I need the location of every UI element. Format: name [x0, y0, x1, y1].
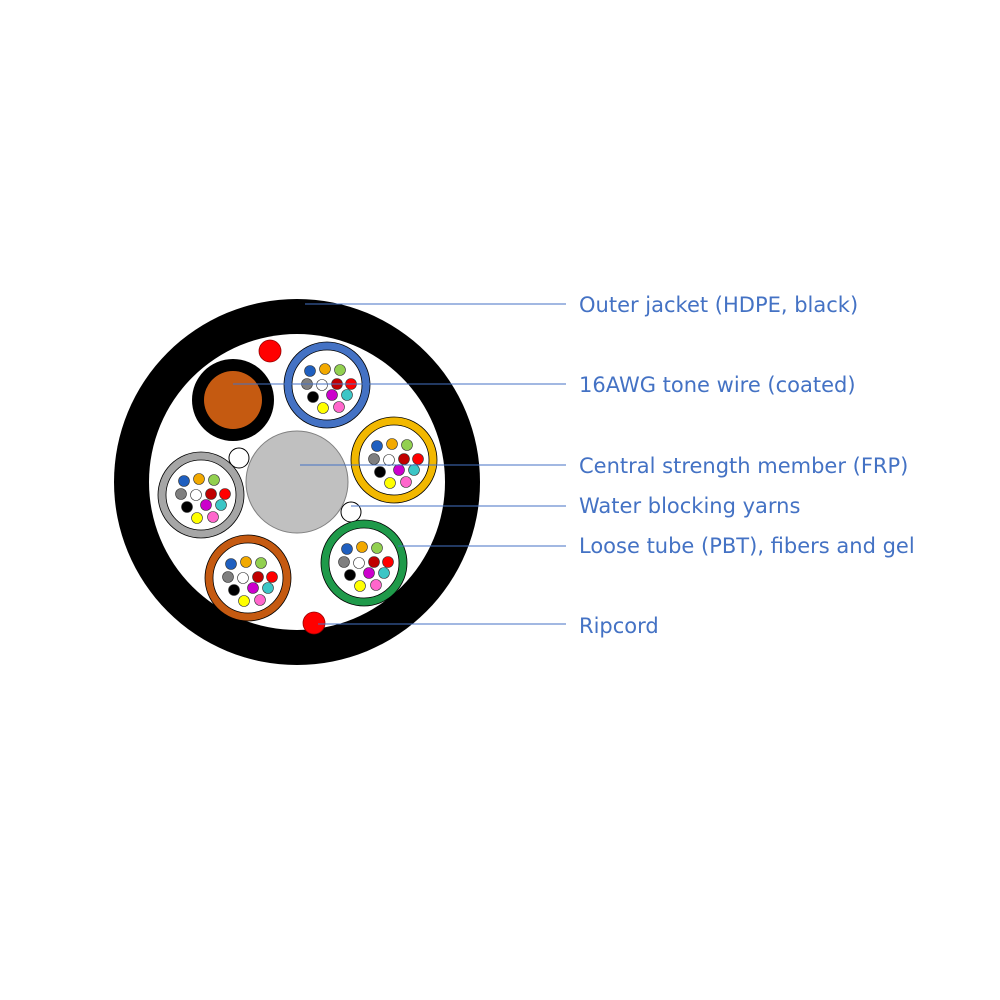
- optical-fiber: [254, 594, 266, 606]
- label-strength-member: Central strength member (FRP): [579, 454, 908, 478]
- water-blocking-yarn: [228, 447, 250, 469]
- optical-fiber: [175, 488, 187, 500]
- label-loose-tube: Loose tube (PBT), fibers and gel: [579, 534, 915, 558]
- optical-fiber: [326, 389, 338, 401]
- optical-fiber: [412, 453, 424, 465]
- optical-fiber: [304, 365, 316, 377]
- optical-fiber: [228, 584, 240, 596]
- optical-fiber: [374, 466, 386, 478]
- optical-fiber: [181, 501, 193, 513]
- tone-wire-conductor: [204, 371, 262, 429]
- optical-fiber: [344, 569, 356, 581]
- optical-fiber: [384, 477, 396, 489]
- optical-fiber: [222, 571, 234, 583]
- optical-fiber: [200, 499, 212, 511]
- optical-fiber: [205, 488, 217, 500]
- ripcord-top: [258, 339, 282, 363]
- optical-fiber: [240, 556, 252, 568]
- optical-fiber: [190, 489, 202, 501]
- optical-fiber: [207, 511, 219, 523]
- label-water-yarns: Water blocking yarns: [579, 494, 800, 518]
- optical-fiber: [353, 557, 365, 569]
- optical-fiber: [255, 557, 267, 569]
- optical-fiber: [316, 379, 328, 391]
- optical-fiber: [386, 438, 398, 450]
- optical-fiber: [341, 543, 353, 555]
- label-ripcord: Ripcord: [579, 614, 659, 638]
- optical-fiber: [401, 439, 413, 451]
- optical-fiber: [215, 499, 227, 511]
- optical-fiber: [398, 453, 410, 465]
- optical-fiber: [266, 571, 278, 583]
- optical-fiber: [238, 595, 250, 607]
- optical-fiber: [193, 473, 205, 485]
- label-outer-jacket: Outer jacket (HDPE, black): [579, 293, 858, 317]
- optical-fiber: [371, 542, 383, 554]
- optical-fiber: [408, 464, 420, 476]
- optical-fiber: [371, 440, 383, 452]
- water-blocking-yarn: [340, 501, 362, 523]
- optical-fiber: [382, 556, 394, 568]
- optical-fiber: [178, 475, 190, 487]
- optical-fiber: [368, 556, 380, 568]
- optical-fiber: [319, 363, 331, 375]
- optical-fiber: [307, 391, 319, 403]
- optical-fiber: [354, 580, 366, 592]
- optical-fiber: [262, 582, 274, 594]
- central-strength-member: [245, 430, 349, 534]
- optical-fiber: [237, 572, 249, 584]
- optical-fiber: [333, 401, 345, 413]
- optical-fiber: [247, 582, 259, 594]
- optical-fiber: [363, 567, 375, 579]
- optical-fiber: [191, 512, 203, 524]
- optical-fiber: [219, 488, 231, 500]
- optical-fiber: [383, 454, 395, 466]
- optical-fiber: [378, 567, 390, 579]
- optical-fiber: [370, 579, 382, 591]
- loose-tubes-group: [157, 341, 438, 622]
- optical-fiber: [400, 476, 412, 488]
- optical-fiber: [368, 453, 380, 465]
- optical-fiber: [393, 464, 405, 476]
- label-tone-wire: 16AWG tone wire (coated): [579, 373, 856, 397]
- optical-fiber: [341, 389, 353, 401]
- optical-fiber: [252, 571, 264, 583]
- optical-fiber: [334, 364, 346, 376]
- optical-fiber: [317, 402, 329, 414]
- optical-fiber: [356, 541, 368, 553]
- optical-fiber: [225, 558, 237, 570]
- optical-fiber: [208, 474, 220, 486]
- optical-fiber: [338, 556, 350, 568]
- ripcord-bottom: [302, 611, 326, 635]
